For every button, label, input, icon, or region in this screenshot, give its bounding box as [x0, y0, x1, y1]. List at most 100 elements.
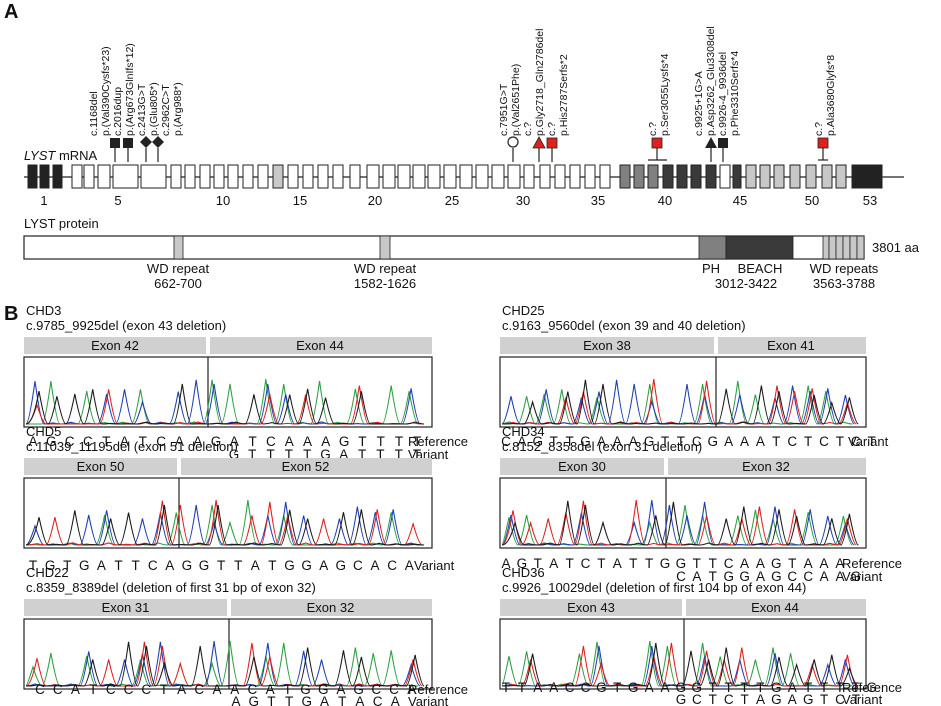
exon-number: 1 — [40, 193, 47, 208]
mrna-label: LYST mRNA — [24, 148, 98, 163]
reference-base: A — [303, 434, 312, 449]
exon-box — [491, 164, 505, 189]
exon-box — [851, 164, 883, 189]
variant-base: C — [501, 434, 511, 449]
variant-base: G — [851, 569, 862, 584]
variant-base: T — [266, 447, 274, 462]
chromatogram-box — [23, 356, 433, 428]
case-id: CHD34 — [502, 424, 545, 439]
square-marker-red — [651, 137, 663, 149]
case-id: CHD3 — [26, 303, 61, 318]
variant-base: A — [756, 692, 765, 706]
variant-base: T — [772, 434, 780, 449]
variant-base: C — [148, 558, 158, 573]
variant-base: G — [199, 558, 210, 573]
variant-base: G — [803, 692, 814, 706]
reference-base: C — [106, 682, 116, 697]
variant-base: A — [820, 569, 829, 584]
domain-label: PH — [702, 261, 720, 276]
variant-base: C — [676, 569, 686, 584]
variant-base: A — [613, 434, 622, 449]
exon-box — [507, 164, 521, 189]
reference-base: A — [740, 556, 749, 571]
reference-base: G — [517, 556, 528, 571]
reference-base: C — [53, 682, 63, 697]
variant-label-9b: p.Asp3262_Glu3308del — [705, 26, 717, 136]
reference-base: A — [193, 434, 202, 449]
case-description: c.9785_9925del (exon 43 deletion) — [26, 318, 226, 333]
square-marker — [123, 138, 133, 148]
exon-box — [27, 164, 38, 189]
variant-base: T — [661, 434, 669, 449]
variant-base: A — [788, 692, 797, 706]
variant-base: A — [405, 558, 414, 573]
variant-base: G — [45, 558, 56, 573]
reference-base: G — [628, 680, 639, 695]
exon-box — [71, 164, 83, 189]
exon-left-label: Exon 43 — [567, 600, 615, 615]
variant-base: A — [355, 694, 364, 706]
beach-domain — [725, 235, 794, 260]
protein-label: LYST protein — [24, 216, 99, 231]
variant-base: G — [336, 558, 347, 573]
exon-header-left — [24, 599, 227, 616]
case-description: c.9163_9560del (exon 39 and 40 deletion) — [502, 318, 746, 333]
exon-number: 40 — [658, 193, 672, 208]
reference-base: T — [89, 682, 97, 697]
exon-box — [759, 164, 771, 189]
variant-base: G — [723, 569, 734, 584]
exon-number: 45 — [733, 193, 747, 208]
exon-box — [112, 164, 139, 189]
variant-label: Variant — [414, 558, 455, 573]
variant-base: T — [677, 434, 685, 449]
reference-base: A — [407, 682, 416, 697]
exon-header-left — [500, 337, 714, 354]
variant-label-5b: p.(Val2651Phe) — [510, 64, 522, 136]
wd-repeat-unit — [849, 235, 858, 260]
reference-base: A — [177, 682, 186, 697]
reference-base: A — [819, 556, 828, 571]
reference-base: T — [597, 556, 605, 571]
exon-number: 10 — [216, 193, 230, 208]
exon-number: 53 — [863, 193, 877, 208]
variant-base: C — [803, 569, 813, 584]
exon-box — [170, 164, 182, 189]
exon-box — [662, 164, 674, 189]
wd-repeat-unit — [822, 235, 830, 260]
reference-base: A — [549, 680, 558, 695]
reference-base: T — [413, 434, 421, 449]
exon-box — [719, 164, 731, 189]
exon-box — [349, 164, 361, 189]
reference-base: A — [336, 682, 345, 697]
exon-box — [539, 164, 551, 189]
variant-label-11a: c.? — [813, 122, 825, 136]
variant-base: A — [629, 434, 638, 449]
triangle-marker-red — [532, 136, 546, 149]
exon-box — [835, 164, 847, 189]
reference-label: Reference — [842, 556, 902, 571]
wd-repeat-unit — [828, 235, 837, 260]
reference-base: G — [866, 680, 877, 695]
variant-base: T — [709, 569, 717, 584]
reference-base: C — [35, 682, 45, 697]
reference-base: A — [266, 682, 275, 697]
reference-base: A — [645, 680, 654, 695]
case-id: CHD36 — [502, 565, 545, 580]
exon-box — [647, 164, 659, 189]
variant-base: T — [836, 434, 844, 449]
variant-base: T — [285, 447, 293, 462]
variant-labels: c.1168del p.(Val390Cysfs*23) c.2016dup p… — [88, 26, 837, 136]
variant-label: Variant — [842, 692, 883, 706]
circle-marker — [507, 136, 519, 148]
variant-base: C — [373, 694, 383, 706]
exon-header-right — [231, 599, 432, 616]
variant-label-2a: c.2016dup — [112, 87, 124, 136]
variant-base: T — [338, 694, 346, 706]
variant-label-2b: p.(Arg673GlnIfs*12) — [124, 43, 136, 136]
trace-black — [25, 383, 425, 425]
exon-header-right — [686, 599, 866, 616]
exon-box — [554, 164, 566, 189]
